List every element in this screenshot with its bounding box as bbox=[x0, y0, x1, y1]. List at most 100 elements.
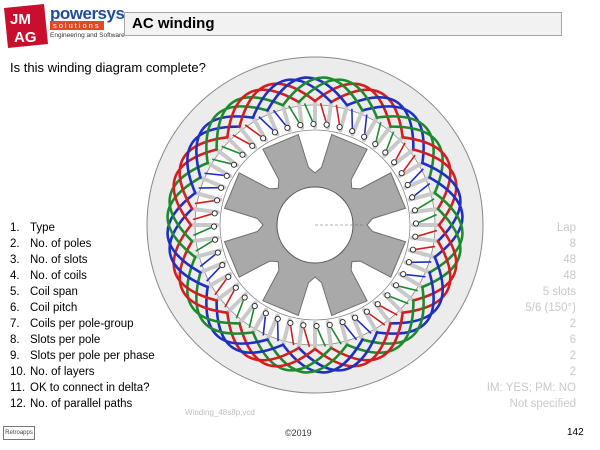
page-title: AC winding bbox=[132, 15, 215, 32]
property-value: 2 bbox=[569, 350, 576, 362]
coil-terminal bbox=[363, 308, 370, 315]
coil-end-turn bbox=[166, 191, 202, 274]
coil-end-turn bbox=[313, 322, 392, 368]
coil-lead bbox=[316, 328, 327, 347]
coil-lead bbox=[403, 154, 416, 172]
coil-terminal bbox=[313, 322, 320, 330]
property-number: 10. bbox=[10, 366, 26, 378]
property-value: 6 bbox=[569, 334, 576, 346]
coil-terminal bbox=[326, 321, 333, 328]
coil-lead bbox=[330, 327, 342, 345]
coil-end-turn bbox=[329, 88, 404, 139]
coil-terminal bbox=[409, 194, 416, 201]
coil-terminal bbox=[411, 207, 418, 214]
title-box: AC winding bbox=[124, 12, 562, 36]
coil-end-turn bbox=[401, 239, 452, 314]
property-label: No. of poles bbox=[30, 238, 92, 250]
coil-terminal bbox=[405, 259, 412, 266]
coil-end-turn bbox=[313, 82, 392, 128]
coil-end-turn bbox=[226, 88, 301, 139]
coil-terminal bbox=[271, 129, 278, 136]
coil-lead bbox=[335, 104, 341, 125]
coil-lead bbox=[363, 114, 368, 134]
coil-end-turn bbox=[281, 76, 364, 112]
coil-end-turn bbox=[178, 136, 229, 211]
footer-logo: Retroapps bbox=[3, 426, 35, 440]
brand-sub: solutions bbox=[50, 21, 104, 30]
coil-end-turn bbox=[215, 299, 285, 354]
coil-end-turn bbox=[195, 271, 255, 335]
property-number: 6. bbox=[10, 302, 20, 314]
coil-terminal bbox=[398, 170, 405, 177]
property-label: Coils per pole-group bbox=[30, 318, 134, 330]
coil-end-turn bbox=[401, 136, 452, 211]
coil-lead bbox=[262, 316, 267, 336]
property-row: 8.Slots per pole bbox=[10, 334, 100, 350]
property-number: 8. bbox=[10, 334, 20, 346]
coil-end-turn bbox=[421, 207, 462, 289]
property-value: 48 bbox=[563, 270, 576, 282]
coil-lead bbox=[214, 278, 227, 296]
coil-terminal bbox=[412, 220, 420, 227]
coil-lead bbox=[232, 134, 250, 145]
property-label: OK to connect in delta? bbox=[30, 382, 150, 394]
coil-terminal bbox=[249, 142, 256, 149]
property-label: No. of slots bbox=[30, 254, 88, 266]
coil-lead bbox=[204, 172, 224, 177]
diagram-filename: Winding_48s8p.vcd bbox=[185, 408, 255, 417]
coil-lead bbox=[356, 319, 372, 334]
property-value: 2 bbox=[569, 366, 576, 378]
coil-lead bbox=[258, 116, 274, 131]
property-row: 1.Type bbox=[10, 222, 55, 238]
property-label: No. of coils bbox=[30, 270, 87, 282]
coil-terminal bbox=[230, 161, 237, 168]
coil-terminal bbox=[212, 236, 219, 243]
property-value: Not specified bbox=[509, 398, 576, 410]
coil-terminal bbox=[352, 314, 359, 321]
coil-end-turn bbox=[205, 105, 269, 165]
property-row: 10.No. of layers bbox=[10, 366, 95, 382]
coil-terminal bbox=[300, 322, 307, 329]
coil-terminal bbox=[213, 197, 221, 204]
coil-end-turn bbox=[226, 311, 301, 362]
coil-end-turn bbox=[251, 78, 333, 119]
property-number: 11. bbox=[10, 382, 26, 394]
coil-lead bbox=[390, 295, 409, 305]
coil-terminal bbox=[404, 181, 411, 188]
coil-terminal bbox=[219, 262, 226, 269]
property-value: 2 bbox=[569, 318, 576, 330]
coil-end-turn bbox=[361, 285, 425, 345]
property-value: 5 slots bbox=[542, 286, 576, 298]
coil-lead bbox=[409, 168, 424, 184]
question-text: Is this winding diagram complete? bbox=[10, 60, 206, 75]
coil-lead bbox=[192, 213, 212, 221]
coil-end-turn bbox=[238, 82, 317, 128]
property-number: 1. bbox=[10, 222, 20, 234]
coil-terminal bbox=[336, 123, 343, 131]
property-value: 8 bbox=[569, 238, 576, 250]
brand-name: powersys bbox=[50, 4, 125, 23]
coil-lead bbox=[224, 290, 235, 308]
coil-terminal bbox=[225, 273, 232, 280]
coil-end-turn bbox=[428, 191, 464, 274]
coil-terminal bbox=[284, 124, 291, 131]
property-label: Coil pitch bbox=[30, 302, 78, 314]
coil-lead bbox=[206, 266, 221, 282]
coil-end-turn bbox=[178, 239, 229, 314]
coil-lead bbox=[375, 122, 382, 142]
coil-terminal bbox=[372, 140, 379, 147]
jmag-logo: JM AG bbox=[4, 4, 48, 48]
property-label: No. of parallel paths bbox=[30, 398, 133, 410]
coil-terminal bbox=[310, 120, 317, 128]
coil-end-turn bbox=[281, 338, 364, 374]
coil-end-turn bbox=[389, 125, 444, 195]
property-value: Lap bbox=[556, 222, 576, 234]
property-number: 4. bbox=[10, 270, 20, 282]
coil-lead bbox=[244, 124, 262, 137]
coil-lead bbox=[418, 213, 437, 224]
coil-terminal bbox=[374, 301, 381, 308]
coil-terminal bbox=[274, 315, 281, 322]
coil-terminal bbox=[241, 294, 248, 301]
coil-end-turn bbox=[238, 322, 317, 368]
coil-end-turn bbox=[168, 207, 209, 289]
